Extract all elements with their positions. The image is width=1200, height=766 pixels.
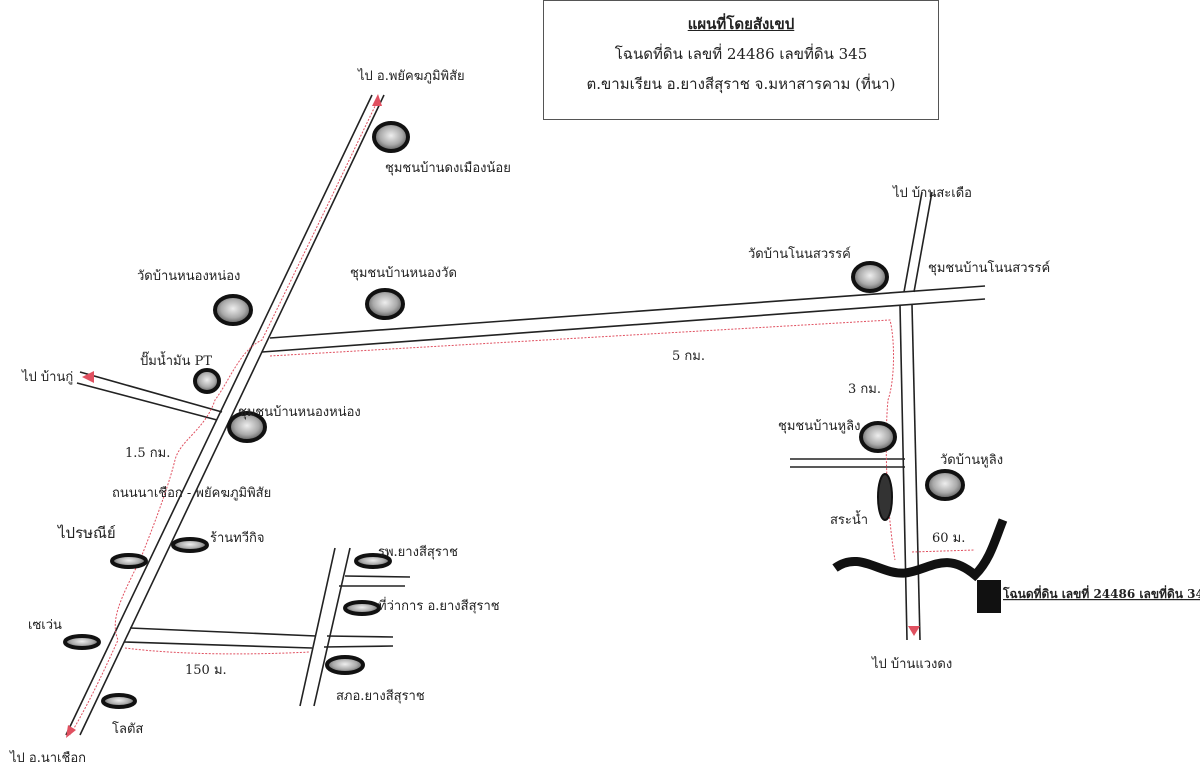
label: เซเว่น <box>28 618 62 633</box>
map-labels: ไป อ.พยัคฆภูมิพิสัย ชุมชนบ้านดงเมืองน้อย… <box>9 68 1200 766</box>
label: 5 กม. <box>672 349 705 364</box>
branch-road <box>326 635 394 638</box>
landmark-seven-eleven <box>63 634 101 650</box>
label: 60 ม. <box>932 531 965 546</box>
landmarks <box>63 121 965 709</box>
location-info: ต.ขามเรียน อ.ยางสีสุราช จ.มหาสารคาม (ที่… <box>586 75 896 93</box>
route-line <box>269 319 896 561</box>
landmark-nong-wat <box>365 288 405 320</box>
label: ปั๊มน้ำมัน PT <box>140 351 212 369</box>
land-plot-label: โฉนดที่ดิน เลขที่ 24486 เลขที่ดิน 345 <box>1002 585 1200 601</box>
label: รพ.ยางสีสุราช <box>378 544 458 560</box>
landmark-pt-station <box>193 368 221 394</box>
label: วัดบ้านโนนสวรรค์ <box>748 246 851 262</box>
landmark-thawikit <box>171 537 209 553</box>
town-road-edge <box>123 641 313 649</box>
route-line <box>69 99 379 736</box>
north-road-edge <box>903 191 923 293</box>
town-road-edge <box>129 627 317 637</box>
arrow-west-icon <box>82 371 94 383</box>
label: ชุมชนบ้านหนองวัด <box>350 266 457 281</box>
landmark-wat-nong-nong <box>213 294 253 326</box>
roads <box>65 94 986 736</box>
deed-info: โฉนดที่ดิน เลขที่ 24486 เลขที่ดิน 345 <box>614 45 868 63</box>
label: วัดบ้านหูลิง <box>940 453 1003 468</box>
landmark-police <box>325 655 365 675</box>
label: ไป อ.พยัคฆภูมิพิสัย <box>357 68 465 84</box>
landmark-wat-hu-ling <box>925 469 965 501</box>
label: สภอ.ยางสีสุราช <box>336 688 425 704</box>
label: ไปรษณีย์ <box>57 524 116 542</box>
label: 150 ม. <box>185 663 227 678</box>
label: ไป บ้านกู่ <box>21 369 73 385</box>
landmark-post-office <box>110 553 148 569</box>
east-road-edge <box>269 285 986 339</box>
branch-road <box>344 575 411 578</box>
arrow-south-icon <box>908 626 920 636</box>
label: ที่ว่าการ อ.ยางสีสุราช <box>378 597 500 614</box>
label: ไป บ้านแวงดง <box>871 656 952 672</box>
landmark-wat-non-sawan <box>851 261 889 293</box>
label: 1.5 กม. <box>125 446 170 461</box>
label: ร้านทวีกิจ <box>210 530 265 546</box>
town-cross-road-edge <box>313 547 351 707</box>
north-road-edge <box>913 191 933 293</box>
ban-ku-road-edge <box>79 371 223 413</box>
title-box: แผนที่โดยสังเขป โฉนดที่ดิน เลขที่ 24486 … <box>543 0 939 120</box>
landmark-hu-ling <box>859 421 897 453</box>
east-road-edge <box>261 298 986 353</box>
landmark-nong-nong <box>227 411 267 443</box>
label: วัดบ้านหนองหน่อง <box>137 269 240 284</box>
distance-brace <box>911 549 976 553</box>
label: ชุมชนบ้านดงเมืองน้อย <box>385 160 511 176</box>
land-plot-marker <box>977 580 1001 613</box>
arrow-north-icon <box>372 94 382 106</box>
arrow-southwest-icon <box>66 725 76 738</box>
main-road-edge <box>65 94 373 736</box>
label: ชุมชนบ้านหนองหน่อง <box>238 405 361 420</box>
ban-ku-road-edge <box>76 382 218 421</box>
label: สระน้ำ <box>830 510 868 528</box>
landmark-district-office <box>343 600 381 616</box>
branch-road <box>323 645 394 648</box>
south-road-edge <box>899 304 908 641</box>
landmark-hospital <box>354 553 392 569</box>
label: 3 กม. <box>848 382 881 397</box>
south-road-edge <box>911 304 921 641</box>
canal <box>832 518 1008 582</box>
label: ไป อ.นาเชือก <box>9 750 86 766</box>
pond-icon <box>877 473 893 521</box>
landmark-dong-mueang-noi <box>372 121 410 153</box>
label: ไป บ้านสะเดือ <box>892 185 972 201</box>
landmark-lotus <box>101 693 137 709</box>
distance-brace <box>124 647 311 655</box>
label: ถนนนาเชือก - พยัคฆภูมิพิสัย <box>112 485 271 501</box>
label: โลตัส <box>112 721 143 737</box>
label: ชุมชนบ้านหูลิง <box>778 419 860 434</box>
map-title: แผนที่โดยสังเขป <box>687 15 795 33</box>
town-cross-road-edge <box>299 547 336 707</box>
label: ชุมชนบ้านโนนสวรรค์ <box>928 260 1050 276</box>
direction-arrows <box>66 94 920 738</box>
